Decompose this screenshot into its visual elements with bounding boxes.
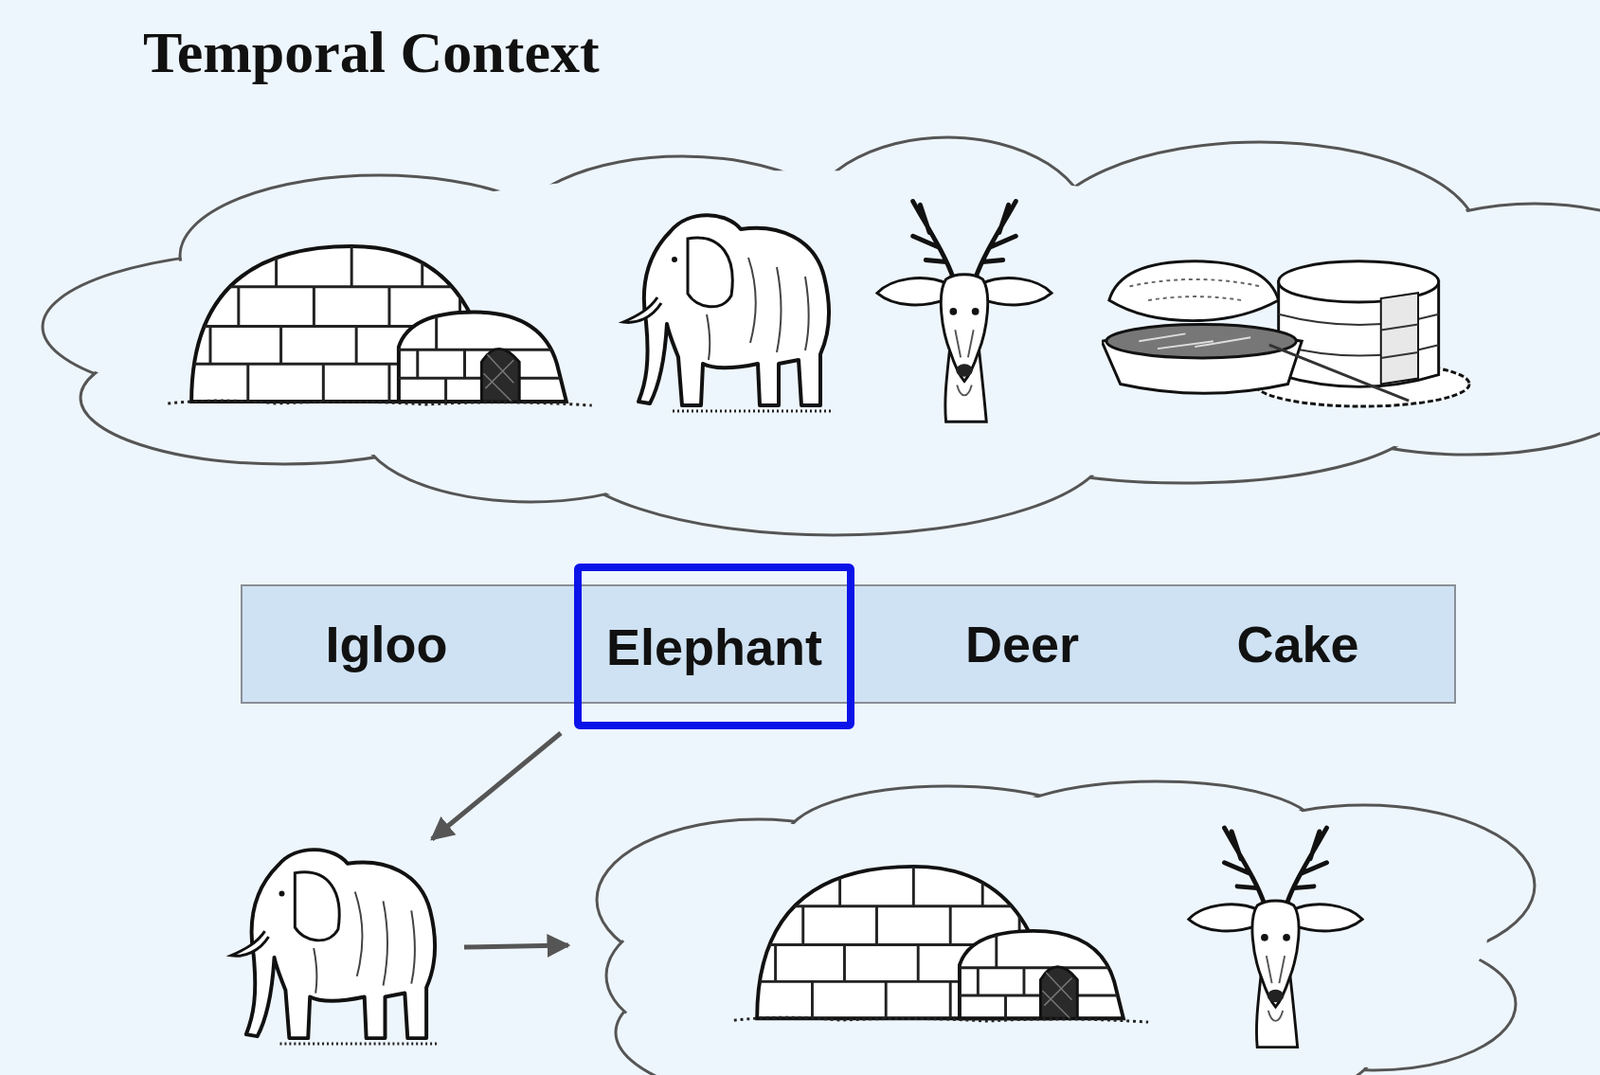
igloo-picture xyxy=(729,866,1153,1023)
word-label: Cake xyxy=(1236,614,1359,674)
deer-picture xyxy=(1188,827,1363,1048)
igloo-picture xyxy=(162,246,596,406)
highlight-box: Elephant xyxy=(574,563,855,730)
word-label: Igloo xyxy=(325,614,449,674)
cake-picture xyxy=(1101,261,1470,407)
context-arrow xyxy=(464,945,569,948)
thought-cloud xyxy=(42,137,1600,536)
word-label: Elephant xyxy=(606,617,823,677)
deer-picture xyxy=(877,200,1052,422)
word-band: Igloo Deer Cake Elephant xyxy=(240,584,1457,704)
elephant-picture xyxy=(623,215,834,412)
thought-cloud xyxy=(596,781,1535,1075)
word-label: Deer xyxy=(965,614,1079,674)
elephant-picture xyxy=(231,849,440,1044)
retrieval-arrow xyxy=(431,733,561,840)
slide-title: Temporal Context xyxy=(143,18,600,87)
